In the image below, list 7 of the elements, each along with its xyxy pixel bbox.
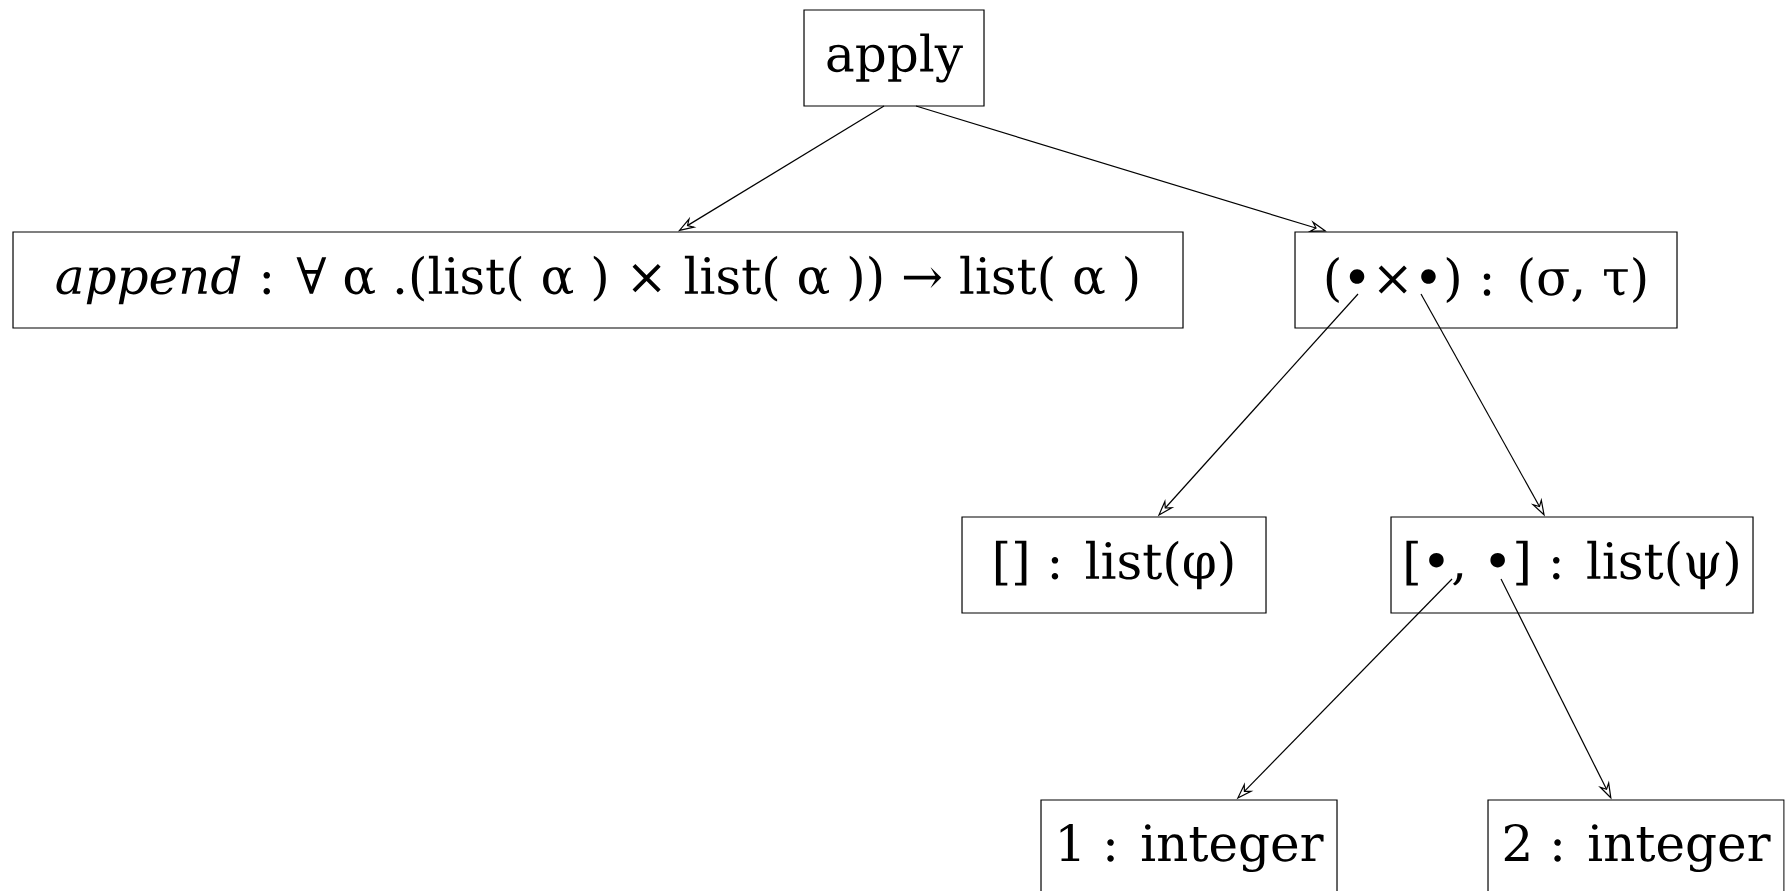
tree-node-box: 2 : integer: [1487, 799, 1785, 891]
tree-node-box: 1 : integer: [1040, 799, 1338, 891]
tree-node-box: append : ∀ α .(list( α ) × list( α )) → list( α ): [12, 231, 1184, 329]
tree-node-box: [] : list(φ): [961, 516, 1267, 614]
tree-node-box: (•×•) : (σ, τ): [1294, 231, 1678, 329]
tree-node-box: [•, •] : list(ψ): [1390, 516, 1754, 614]
tree-node-box: apply: [803, 9, 985, 107]
